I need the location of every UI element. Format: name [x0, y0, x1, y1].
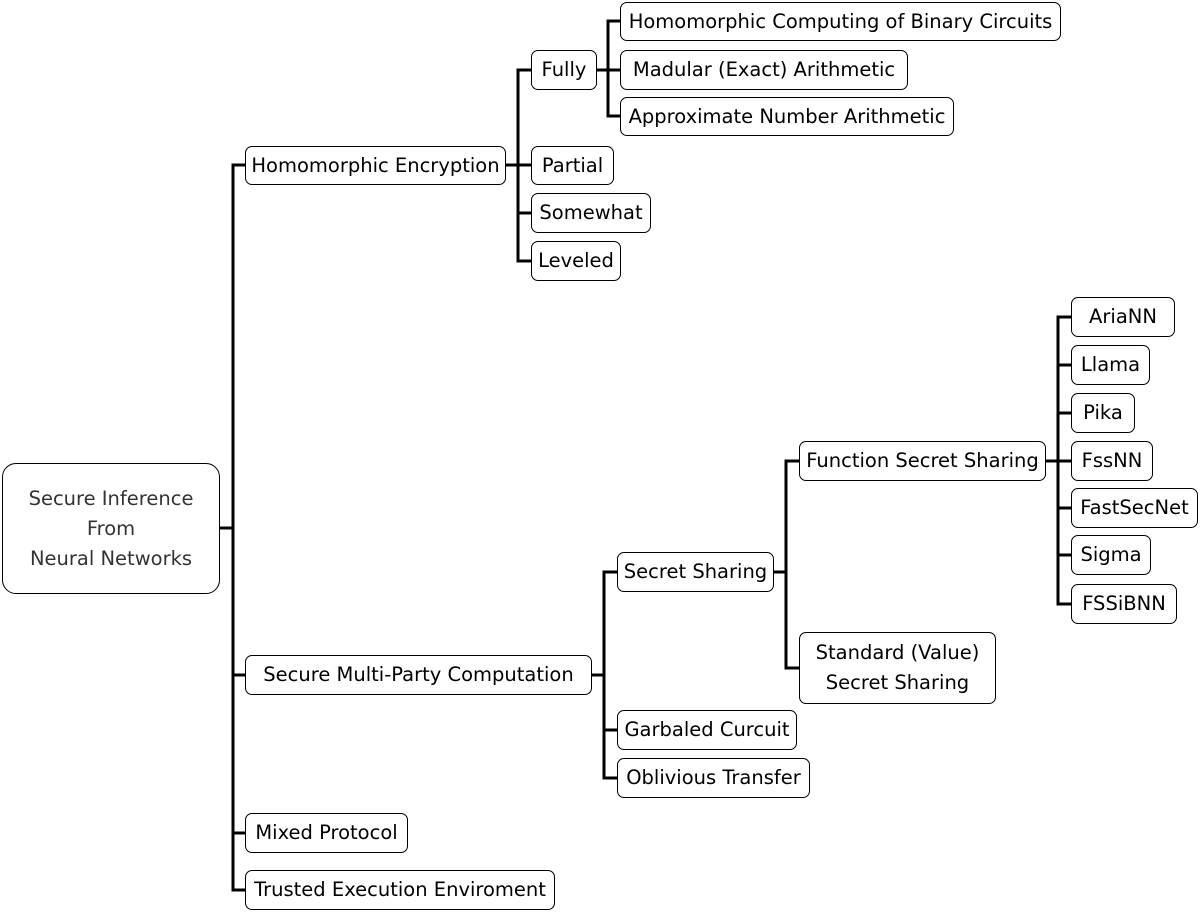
fss-sigma-node: Sigma	[1071, 535, 1151, 575]
exact-arithmetic-node: Madular (Exact) Arithmetic	[620, 50, 908, 90]
binary-circuits-node: Homomorphic Computing of Binary Circuits	[620, 2, 1061, 41]
approximate-arithmetic-node: Approximate Number Arithmetic	[620, 97, 954, 136]
fss-ariann-node: AriaNN	[1071, 297, 1175, 337]
tee-node: Trusted Execution Enviroment	[245, 870, 555, 910]
homomorphic-encryption-node: Homomorphic Encryption	[245, 146, 506, 185]
somewhat-node: Somewhat	[531, 193, 651, 233]
root-node: Secure Inference From Neural Networks	[2, 463, 220, 594]
secret-sharing-node: Secret Sharing	[617, 552, 774, 592]
fss-fssnn-node: FssNN	[1071, 441, 1153, 481]
fss-fastsecnet-node: FastSecNet	[1071, 488, 1198, 528]
garbled-circuit-node: Garbaled Curcuit	[617, 710, 797, 750]
mpc-node: Secure Multi-Party Computation	[245, 655, 592, 695]
mixed-protocol-node: Mixed Protocol	[245, 813, 408, 853]
standard-secret-sharing-node: Standard (Value) Secret Sharing	[799, 632, 996, 704]
leveled-node: Leveled	[531, 241, 621, 281]
fully-node: Fully	[531, 50, 597, 90]
oblivious-transfer-node: Oblivious Transfer	[617, 758, 810, 798]
function-secret-sharing-node: Function Secret Sharing	[799, 441, 1046, 481]
fss-llama-node: Llama	[1071, 345, 1150, 385]
fss-pika-node: Pika	[1071, 393, 1135, 433]
fss-fssibnn-node: FSSiBNN	[1071, 584, 1177, 624]
partial-node: Partial	[531, 146, 614, 185]
